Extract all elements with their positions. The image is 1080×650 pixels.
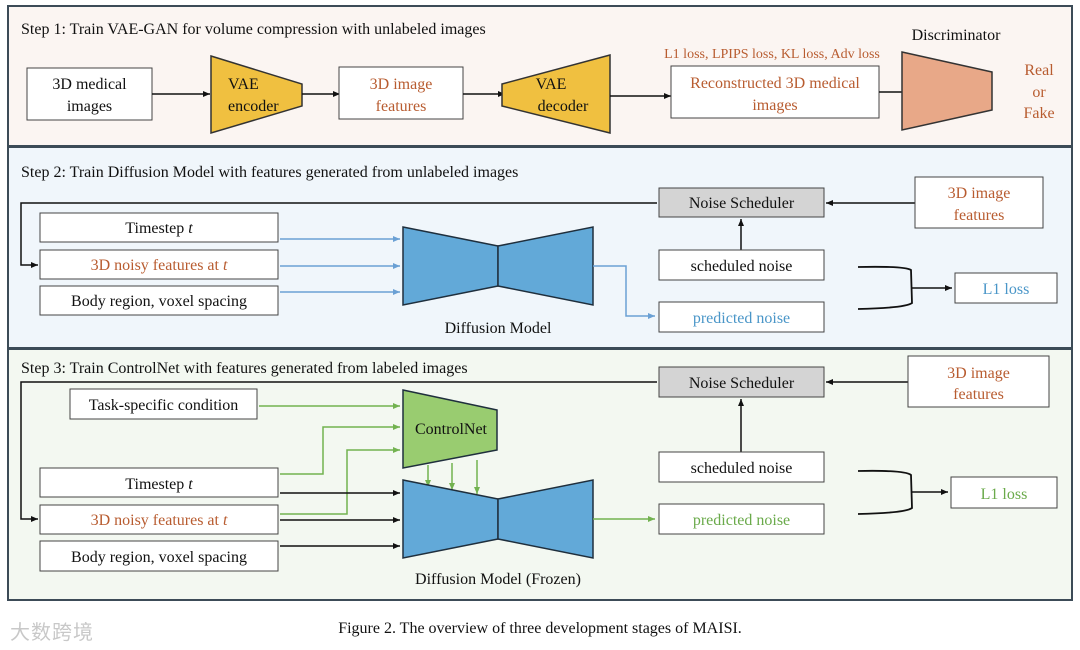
vae-decoder-shape <box>501 54 611 134</box>
medical-images-box <box>26 67 153 121</box>
step3-noise-scheduler-box <box>658 366 825 398</box>
step3-timestep-box <box>39 467 279 498</box>
step2-timestep-box <box>39 212 279 243</box>
step2-features-label-1: 3D image <box>948 185 1011 202</box>
step2-noise-scheduler-label: Noise Scheduler <box>689 195 795 212</box>
reconstructed-label-1: Reconstructed 3D medical <box>690 75 860 92</box>
step2-panel: Step 2: Train Diffusion Model with featu… <box>7 146 1073 349</box>
controlnet-label: ControlNet <box>415 421 488 438</box>
or-label: or <box>1032 84 1046 101</box>
frozen-unet-decoder-half <box>497 479 594 559</box>
step3-diffusion-model-label: Diffusion Model (Frozen) <box>415 571 581 588</box>
step3-l1-loss-label: L1 loss <box>981 486 1028 503</box>
step2-features-box <box>914 176 1044 229</box>
step3-noisy-features-label: 3D noisy features at t <box>91 512 228 529</box>
step3-features-label-2: features <box>953 386 1004 403</box>
step3-scheduler-to-noisy-arrow <box>20 381 657 522</box>
step2-body-region-label: Body region, voxel spacing <box>71 293 247 310</box>
vae-decoder-label-2: decoder <box>538 98 589 115</box>
fake-label: Fake <box>1023 105 1054 122</box>
task-condition-box <box>69 388 258 420</box>
step3-title: Step 3: Train ControlNet with features g… <box>21 360 468 377</box>
step2-predicted-noise-box <box>658 301 825 333</box>
step3-l1-loss-box <box>950 476 1058 509</box>
vae-encoder-shape <box>210 54 303 135</box>
step2-noisy-features-label: 3D noisy features at t <box>91 257 228 274</box>
step2-loss-bracket <box>857 265 913 310</box>
step2-scheduled-noise-label: scheduled noise <box>691 258 793 275</box>
step2-diffusion-model-label: Diffusion Model <box>445 320 552 337</box>
noisy-to-controlnet-arrow <box>280 447 400 515</box>
step2-diffusion-unet <box>402 226 594 306</box>
real-label: Real <box>1024 62 1054 79</box>
step3-predicted-noise-box <box>658 503 825 535</box>
step2-body-region-box <box>39 285 279 316</box>
step3-panel: Step 3: Train ControlNet with features g… <box>7 348 1073 601</box>
figure-caption: Figure 2. The overview of three developm… <box>338 620 742 637</box>
vae-decoder-label-1: VAE <box>536 76 567 93</box>
medical-images-label-1: 3D medical <box>52 76 127 93</box>
vae-encoder-label-1: VAE <box>228 76 259 93</box>
step2-timestep-label: Timestep t <box>125 220 193 237</box>
vae-encoder-label-2: encoder <box>228 98 279 115</box>
step2-l1-loss-box <box>954 272 1058 304</box>
watermark-logo: 大数跨境 <box>10 620 94 644</box>
step1-features-box <box>338 66 464 120</box>
step2-noisy-features-box <box>39 249 279 280</box>
step2-noise-scheduler-box <box>658 187 825 218</box>
reconstructed-label-2: images <box>752 97 797 114</box>
step3-body-region-box <box>39 540 279 572</box>
step3-timestep-label: Timestep t <box>125 476 193 493</box>
step2-title: Step 2: Train Diffusion Model with featu… <box>21 164 518 181</box>
discriminator-label: Discriminator <box>912 27 1002 44</box>
step1-title: Step 1: Train VAE-GAN for volume compres… <box>21 21 486 38</box>
maisi-diagram: Step 1: Train VAE-GAN for volume compres… <box>7 5 1073 601</box>
step1-features-label-1: 3D image <box>370 76 433 93</box>
step1-loss-list: L1 loss, LPIPS loss, KL loss, Adv loss <box>664 47 880 62</box>
step3-noise-scheduler-label: Noise Scheduler <box>689 375 795 392</box>
step3-features-box <box>907 355 1050 408</box>
step2-l1-loss-label: L1 loss <box>983 281 1030 298</box>
step2-scheduled-noise-box <box>658 249 825 281</box>
step3-loss-bracket <box>857 469 913 515</box>
step2-features-label-2: features <box>954 207 1005 224</box>
step1-panel: Step 1: Train VAE-GAN for volume compres… <box>7 5 1073 147</box>
step3-scheduled-noise-box <box>658 451 825 483</box>
unet-decoder-half <box>497 226 594 306</box>
step3-predicted-noise-label: predicted noise <box>693 512 790 529</box>
step3-body-region-label: Body region, voxel spacing <box>71 549 247 566</box>
step3-features-label-1: 3D image <box>947 365 1010 382</box>
medical-images-label-2: images <box>67 98 112 115</box>
step3-scheduled-noise-label: scheduled noise <box>691 460 793 477</box>
timestep-to-controlnet-arrow <box>280 424 400 475</box>
controlnet-shape <box>402 389 498 469</box>
step3-diffusion-unet-frozen <box>402 479 594 559</box>
step2-predicted-noise-label: predicted noise <box>693 310 790 327</box>
step2-scheduler-to-noisy-arrow <box>20 202 657 268</box>
discriminator-shape <box>901 51 993 131</box>
step3-noisy-features-box <box>39 504 279 535</box>
step1-features-label-2: features <box>376 98 427 115</box>
task-condition-label: Task-specific condition <box>89 397 239 414</box>
step2-model-to-predicted-arrow <box>593 265 655 319</box>
